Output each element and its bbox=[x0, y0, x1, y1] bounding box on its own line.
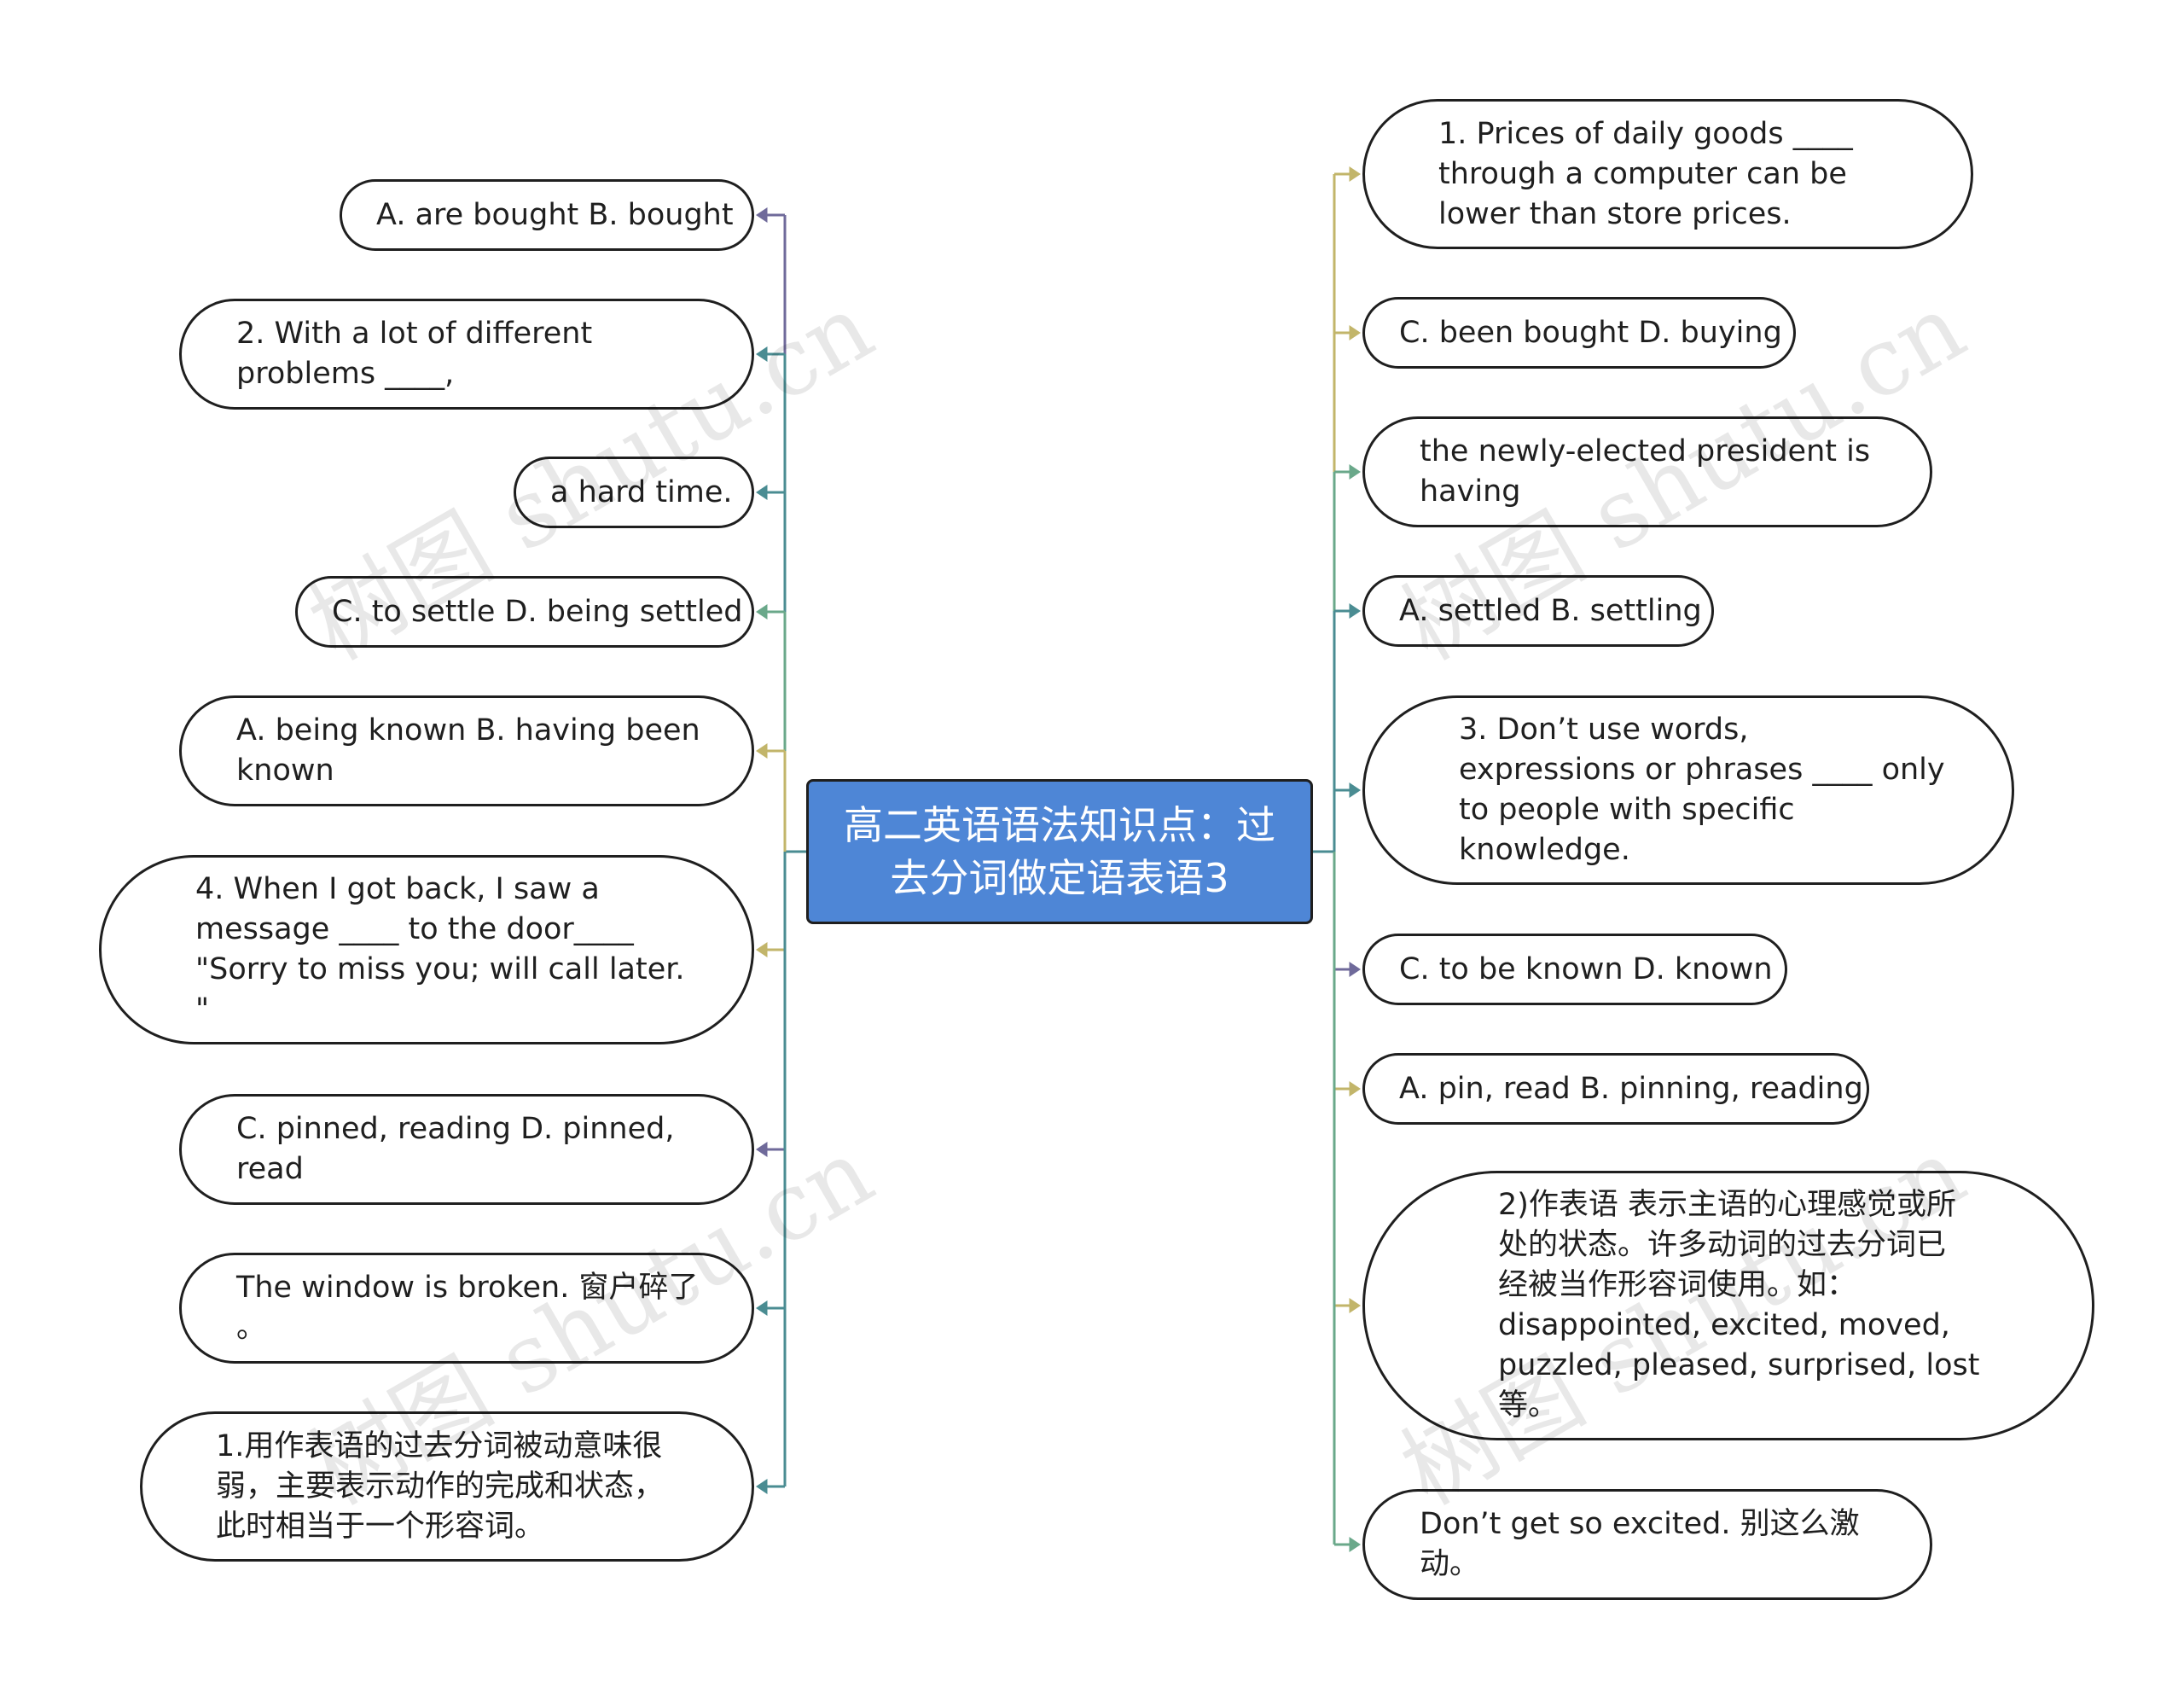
right-arrow-9 bbox=[1349, 1537, 1361, 1552]
right-arrow-2 bbox=[1349, 325, 1361, 340]
left-arrow-6 bbox=[756, 942, 768, 957]
right-arrow-4 bbox=[1349, 603, 1361, 619]
right-node-8[interactable]: 2)作表语 表示主语的心理感觉或所 处的状态。许多动词的过去分词已 经被当作形容… bbox=[1362, 1171, 2094, 1440]
left-arrow-3 bbox=[756, 485, 768, 500]
left-arrow-2 bbox=[756, 346, 768, 362]
right-node-8-text: 2)作表语 表示主语的心理感觉或所 处的状态。许多动词的过去分词已 经被当作形容… bbox=[1498, 1188, 1980, 1422]
left-node-7-text: C. pinned, reading D. pinned, read bbox=[236, 1112, 675, 1186]
left-node-3-text: a hard time. bbox=[550, 474, 733, 509]
right-node-5[interactable]: 3. Don’t use words, expressions or phras… bbox=[1362, 695, 2014, 885]
left-node-9[interactable]: 1.用作表语的过去分词被动意味很 弱，主要表示动作的完成和状态， 此时相当于一个… bbox=[140, 1411, 754, 1562]
left-node-6[interactable]: 4. When I got back, I saw a message ____… bbox=[99, 855, 754, 1044]
left-node-1[interactable]: A. are bought B. bought bbox=[340, 179, 754, 251]
right-arrow-3 bbox=[1349, 464, 1361, 480]
right-node-9[interactable]: Don’t get so excited. 别这么激 动。 bbox=[1362, 1489, 1932, 1600]
right-node-9-text: Don’t get so excited. 别这么激 动。 bbox=[1420, 1507, 1860, 1581]
left-arrow-1 bbox=[756, 207, 768, 223]
right-node-4-text: A. settled B. settling bbox=[1399, 593, 1702, 628]
left-node-4[interactable]: C. to settle D. being settled bbox=[295, 576, 754, 648]
left-arrow-4 bbox=[756, 604, 768, 620]
right-node-1-text: 1. Prices of daily goods ____ through a … bbox=[1438, 116, 1853, 231]
right-node-1[interactable]: 1. Prices of daily goods ____ through a … bbox=[1362, 99, 1973, 249]
left-node-4-text: C. to settle D. being settled bbox=[332, 594, 743, 629]
left-node-5[interactable]: A. being known B. having been known bbox=[179, 695, 754, 806]
right-node-4[interactable]: A. settled B. settling bbox=[1362, 575, 1714, 647]
right-node-2[interactable]: C. been bought D. buying bbox=[1362, 297, 1796, 369]
left-node-2[interactable]: 2. With a lot of different problems ____… bbox=[179, 299, 754, 410]
right-arrow-6 bbox=[1349, 962, 1361, 977]
right-node-7-text: A. pin, read B. pinning, reading bbox=[1399, 1071, 1863, 1106]
central-topic[interactable]: 高二英语语法知识点：过 去分词做定语表语3 bbox=[806, 779, 1313, 924]
left-node-3[interactable]: a hard time. bbox=[514, 457, 754, 528]
right-node-2-text: C. been bought D. buying bbox=[1399, 315, 1782, 350]
left-node-9-text: 1.用作表语的过去分词被动意味很 弱，主要表示动作的完成和状态， 此时相当于一个… bbox=[216, 1428, 665, 1544]
right-node-7[interactable]: A. pin, read B. pinning, reading bbox=[1362, 1053, 1869, 1125]
left-node-7[interactable]: C. pinned, reading D. pinned, read bbox=[179, 1094, 754, 1205]
right-node-6[interactable]: C. to be known D. known bbox=[1362, 934, 1787, 1005]
right-node-3[interactable]: the newly-elected president is having bbox=[1362, 416, 1932, 527]
left-arrow-7 bbox=[756, 1142, 768, 1157]
right-node-3-text: the newly-elected president is having bbox=[1420, 434, 1871, 509]
left-node-6-text: 4. When I got back, I saw a message ____… bbox=[195, 872, 685, 1027]
left-node-1-text: A. are bought B. bought bbox=[376, 197, 734, 232]
right-arrow-8 bbox=[1349, 1298, 1361, 1313]
right-node-6-text: C. to be known D. known bbox=[1399, 951, 1773, 986]
left-arrow-9 bbox=[756, 1479, 768, 1494]
right-arrow-5 bbox=[1349, 783, 1361, 798]
left-node-2-text: 2. With a lot of different problems ____… bbox=[236, 317, 593, 391]
left-arrow-8 bbox=[756, 1300, 768, 1316]
left-node-5-text: A. being known B. having been known bbox=[236, 713, 700, 788]
right-node-5-text: 3. Don’t use words, expressions or phras… bbox=[1459, 713, 1945, 867]
left-arrow-5 bbox=[756, 743, 768, 759]
right-arrow-1 bbox=[1349, 166, 1361, 182]
left-node-8-text: The window is broken. 窗户碎了 。 bbox=[236, 1271, 699, 1345]
right-arrow-7 bbox=[1349, 1081, 1361, 1097]
left-node-8[interactable]: The window is broken. 窗户碎了 。 bbox=[179, 1253, 754, 1364]
